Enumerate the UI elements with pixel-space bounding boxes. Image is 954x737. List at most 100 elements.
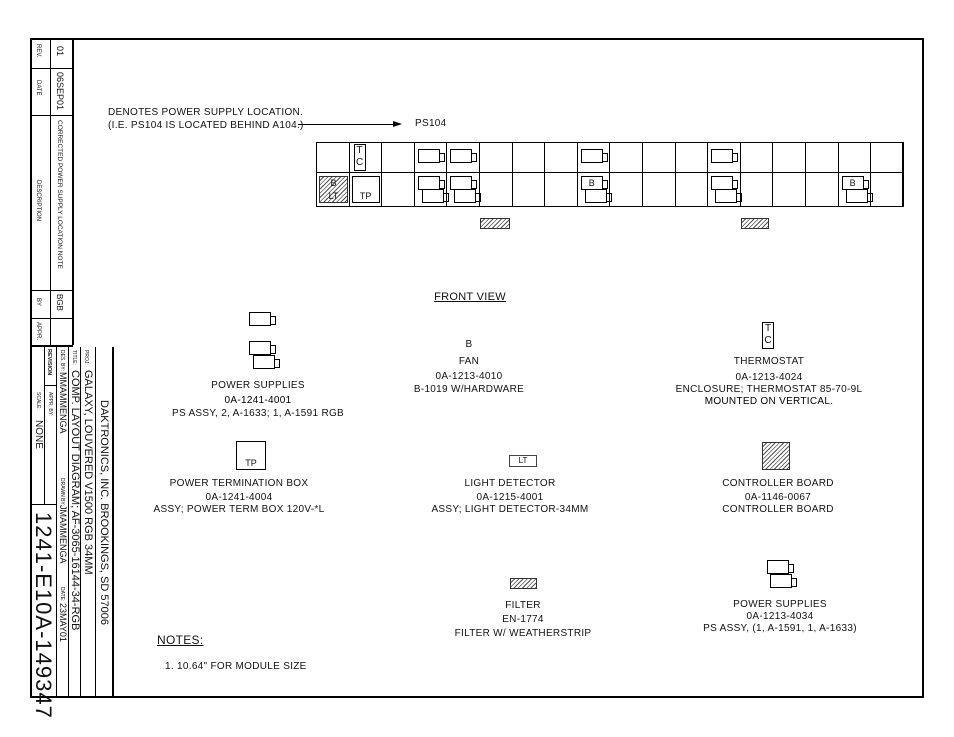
grid-cell — [511, 172, 546, 207]
grid-cell — [870, 142, 904, 173]
grid-cell — [479, 142, 513, 173]
legend-desc: ASSY; LIGHT DETECTOR-34MM — [431, 504, 589, 515]
grid-cell — [870, 172, 904, 207]
legend-name: FAN — [458, 356, 480, 367]
controller-board-icon — [762, 442, 790, 470]
callout-line-1: DENOTES POWER SUPPLY LOCATION. — [108, 107, 304, 118]
date-header: DATE — [35, 80, 41, 96]
drawing-number: 1241-E10A-149347 — [31, 512, 56, 719]
power-supply-icon: B — [841, 176, 869, 190]
grid-cell — [642, 172, 676, 207]
scale-label: SCALE: — [35, 392, 41, 410]
date-label: DATE: — [59, 587, 65, 602]
power-supply-icon — [417, 149, 445, 163]
date-value: 06SEP01 — [55, 72, 65, 111]
grid-cell — [739, 142, 774, 173]
power-supply-icon — [715, 189, 743, 203]
legend-name: THERMOSTAT — [733, 356, 805, 367]
b-letter: B — [330, 178, 337, 188]
grid-cell — [805, 172, 839, 207]
light-detector-icon: LT — [509, 455, 537, 467]
filter-location — [741, 218, 769, 229]
power-supply-icon — [253, 355, 280, 369]
legend-part: EN-1774 — [502, 614, 544, 625]
legend-part: 0A-1241-4004 — [205, 492, 273, 503]
grid-cell — [511, 142, 546, 173]
scale-value: NONE — [33, 420, 44, 449]
legend-name: POWER SUPPLIES — [211, 380, 305, 391]
drawing-title: COMP. LAYOUT DIAGRAM; AF-3065-16144-34-R… — [69, 370, 81, 631]
grid-cell — [837, 142, 872, 173]
by-value: BGB — [55, 294, 64, 311]
callout-target: PS104 — [415, 118, 447, 129]
grid-cell — [316, 142, 350, 173]
grid-cell — [479, 172, 513, 207]
company-name: DAKTRONICS, INC. BROOKINGS, SD 57006 — [98, 400, 110, 625]
legend-part: 0A-1146-0067 — [744, 492, 812, 503]
power-supply-icon — [767, 560, 794, 574]
filter-location — [480, 218, 510, 229]
callout-arrow — [298, 124, 394, 125]
power-supply-icon — [421, 189, 449, 203]
revision-label: REVISION — [46, 349, 52, 376]
grid-cell — [674, 142, 709, 173]
legend-desc: CONTROLLER BOARD — [722, 504, 834, 515]
power-supply-icon — [584, 189, 612, 203]
t-letter: T — [764, 323, 772, 334]
tp-letter: TP — [359, 191, 372, 201]
power-supply-icon — [249, 312, 276, 326]
power-supply-icon — [249, 341, 276, 355]
power-supply-icon — [845, 189, 873, 203]
legend-desc: PS ASSY, 2, A-1633; 1, A-1591 RGB — [171, 408, 345, 419]
power-supply-icon — [417, 176, 445, 190]
legend-desc: ASSY; POWER TERM BOX 120V-*L — [153, 504, 325, 515]
filter-icon — [510, 578, 537, 589]
power-supply-icon — [711, 176, 739, 190]
notes-heading: NOTES: — [157, 633, 204, 647]
power-supply-icon — [711, 149, 739, 163]
fan-symbol: B — [465, 339, 473, 350]
drafter: JMAMMENGA — [58, 505, 68, 564]
grid-cell — [544, 172, 578, 207]
legend-part: 0A-1213-4024 — [735, 372, 803, 383]
arrowhead-icon — [393, 121, 402, 127]
legend-part: 0A-1213-4010 — [435, 371, 503, 382]
front-view-label: FRONT VIEW — [434, 291, 506, 303]
power-supply-icon — [450, 176, 478, 190]
legend-desc: B-1019 W/HARDWARE — [413, 384, 525, 395]
appr-header: APPR. — [35, 322, 41, 341]
des-label: DES. BY: — [59, 350, 65, 371]
tp-letter: TP — [245, 458, 257, 468]
description-header: DESCRIPTION — [35, 180, 41, 222]
termination-box-icon: TP — [351, 176, 380, 203]
project-name: GALAXY, LOUVERED V1500 RGB 34MM — [82, 370, 94, 575]
grid-cell — [381, 142, 415, 173]
t-letter: T — [356, 145, 363, 156]
date-value: 23MAY01 — [58, 603, 68, 642]
power-supply-icon: B — [580, 176, 608, 190]
grid-cell — [544, 142, 578, 173]
grid-cell — [772, 142, 806, 173]
legend-name: CONTROLLER BOARD — [722, 478, 834, 489]
legend-note: MOUNTED ON VERTICAL. — [704, 396, 834, 407]
lt-letter: LT — [518, 456, 528, 465]
legend-part: 0A-1215-4001 — [476, 492, 544, 503]
proj-label: PROJ: — [83, 350, 89, 365]
legend-name: LIGHT DETECTOR — [464, 478, 556, 489]
description-value: CORRECTED POWER SUPPLY LOCATION NOTE — [56, 120, 63, 269]
grid-cell — [642, 142, 676, 173]
power-supply-icon — [454, 189, 482, 203]
appr-label: APPR. BY: — [47, 392, 53, 417]
callout-line-2: (I.E. PS104 IS LOCATED BEHIND A104.) — [108, 120, 304, 131]
legend-name: POWER TERMINATION BOX — [169, 478, 309, 489]
legend-part: 0A-1241-4001 — [224, 395, 292, 406]
rev-header: REV. — [35, 44, 41, 58]
grid-cell — [381, 172, 415, 207]
note-item: 1. 10.64" FOR MODULE SIZE — [165, 661, 307, 672]
drawn-label: DRAWN BY: — [59, 478, 65, 506]
termination-box-icon: TP — [236, 441, 266, 470]
power-supply-icon — [450, 149, 478, 163]
